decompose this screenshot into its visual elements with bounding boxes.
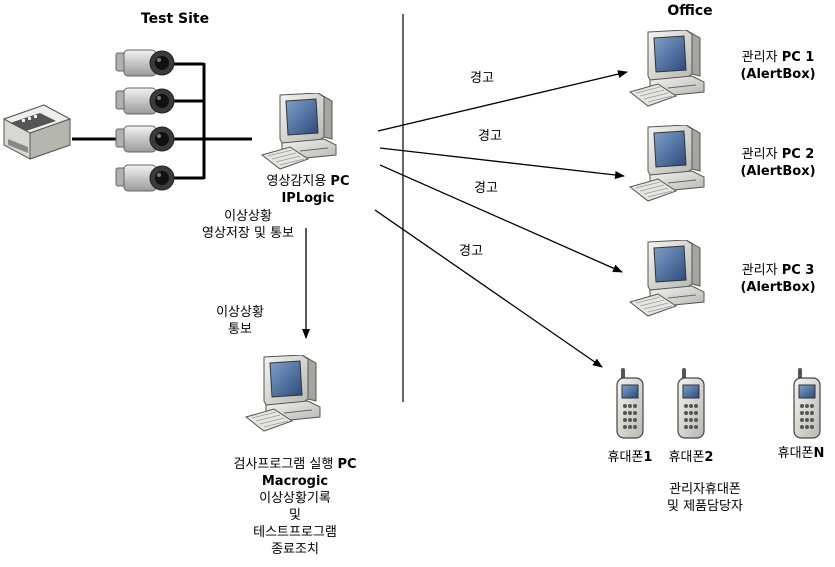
inspection-pc-icon	[244, 355, 328, 433]
warning-arrow-phones	[374, 209, 603, 368]
phones-caption: 관리자휴대폰 및 제품담당자	[667, 482, 743, 514]
admin-pc-icon	[628, 125, 712, 203]
admin-pc-2-label: 관리자 PC 2 (AlertBox)	[740, 147, 816, 179]
warning-label: 경고	[459, 244, 483, 259]
camera-icon	[114, 47, 176, 79]
monitoring-pc-icon	[260, 93, 344, 171]
monitoring-pc-label: 영상감지용 PC IPLogic	[266, 174, 350, 206]
test-site-heading: Test Site	[140, 11, 210, 27]
phone-n-label: 휴대폰N	[777, 446, 825, 461]
camera-icon	[114, 162, 176, 194]
mobile-phone-icon	[674, 368, 708, 440]
warning-arrow-pc3	[379, 164, 623, 273]
monitoring-note: 이상상황 영상저장 및 통보	[202, 209, 294, 241]
camera-icon	[114, 123, 176, 155]
mobile-phone-icon	[790, 368, 824, 440]
mobile-phone-icon	[613, 368, 647, 440]
admin-pc-icon	[628, 30, 712, 108]
phone-2-label: 휴대폰2	[668, 450, 714, 465]
admin-pc-1-label: 관리자 PC 1 (AlertBox)	[740, 50, 816, 82]
warning-arrow-pc1	[377, 70, 628, 132]
inspection-pc-label: 검사프로그램 실행 PC Macrogic 이상상황기록 및 테스트프로그램 종…	[233, 457, 357, 557]
office-heading: Office	[667, 3, 713, 19]
warning-label: 경고	[474, 181, 498, 196]
printer-icon	[2, 104, 72, 160]
admin-pc-icon	[628, 240, 712, 318]
camera-icon	[114, 85, 176, 117]
warning-label: 경고	[478, 129, 502, 144]
warning-arrow-pc2	[379, 147, 625, 179]
notify-note: 이상상황 통보	[216, 305, 264, 337]
admin-pc-3-label: 관리자 PC 3 (AlertBox)	[740, 263, 816, 295]
phone-1-label: 휴대폰1	[607, 450, 653, 465]
warning-label: 경고	[470, 71, 494, 86]
